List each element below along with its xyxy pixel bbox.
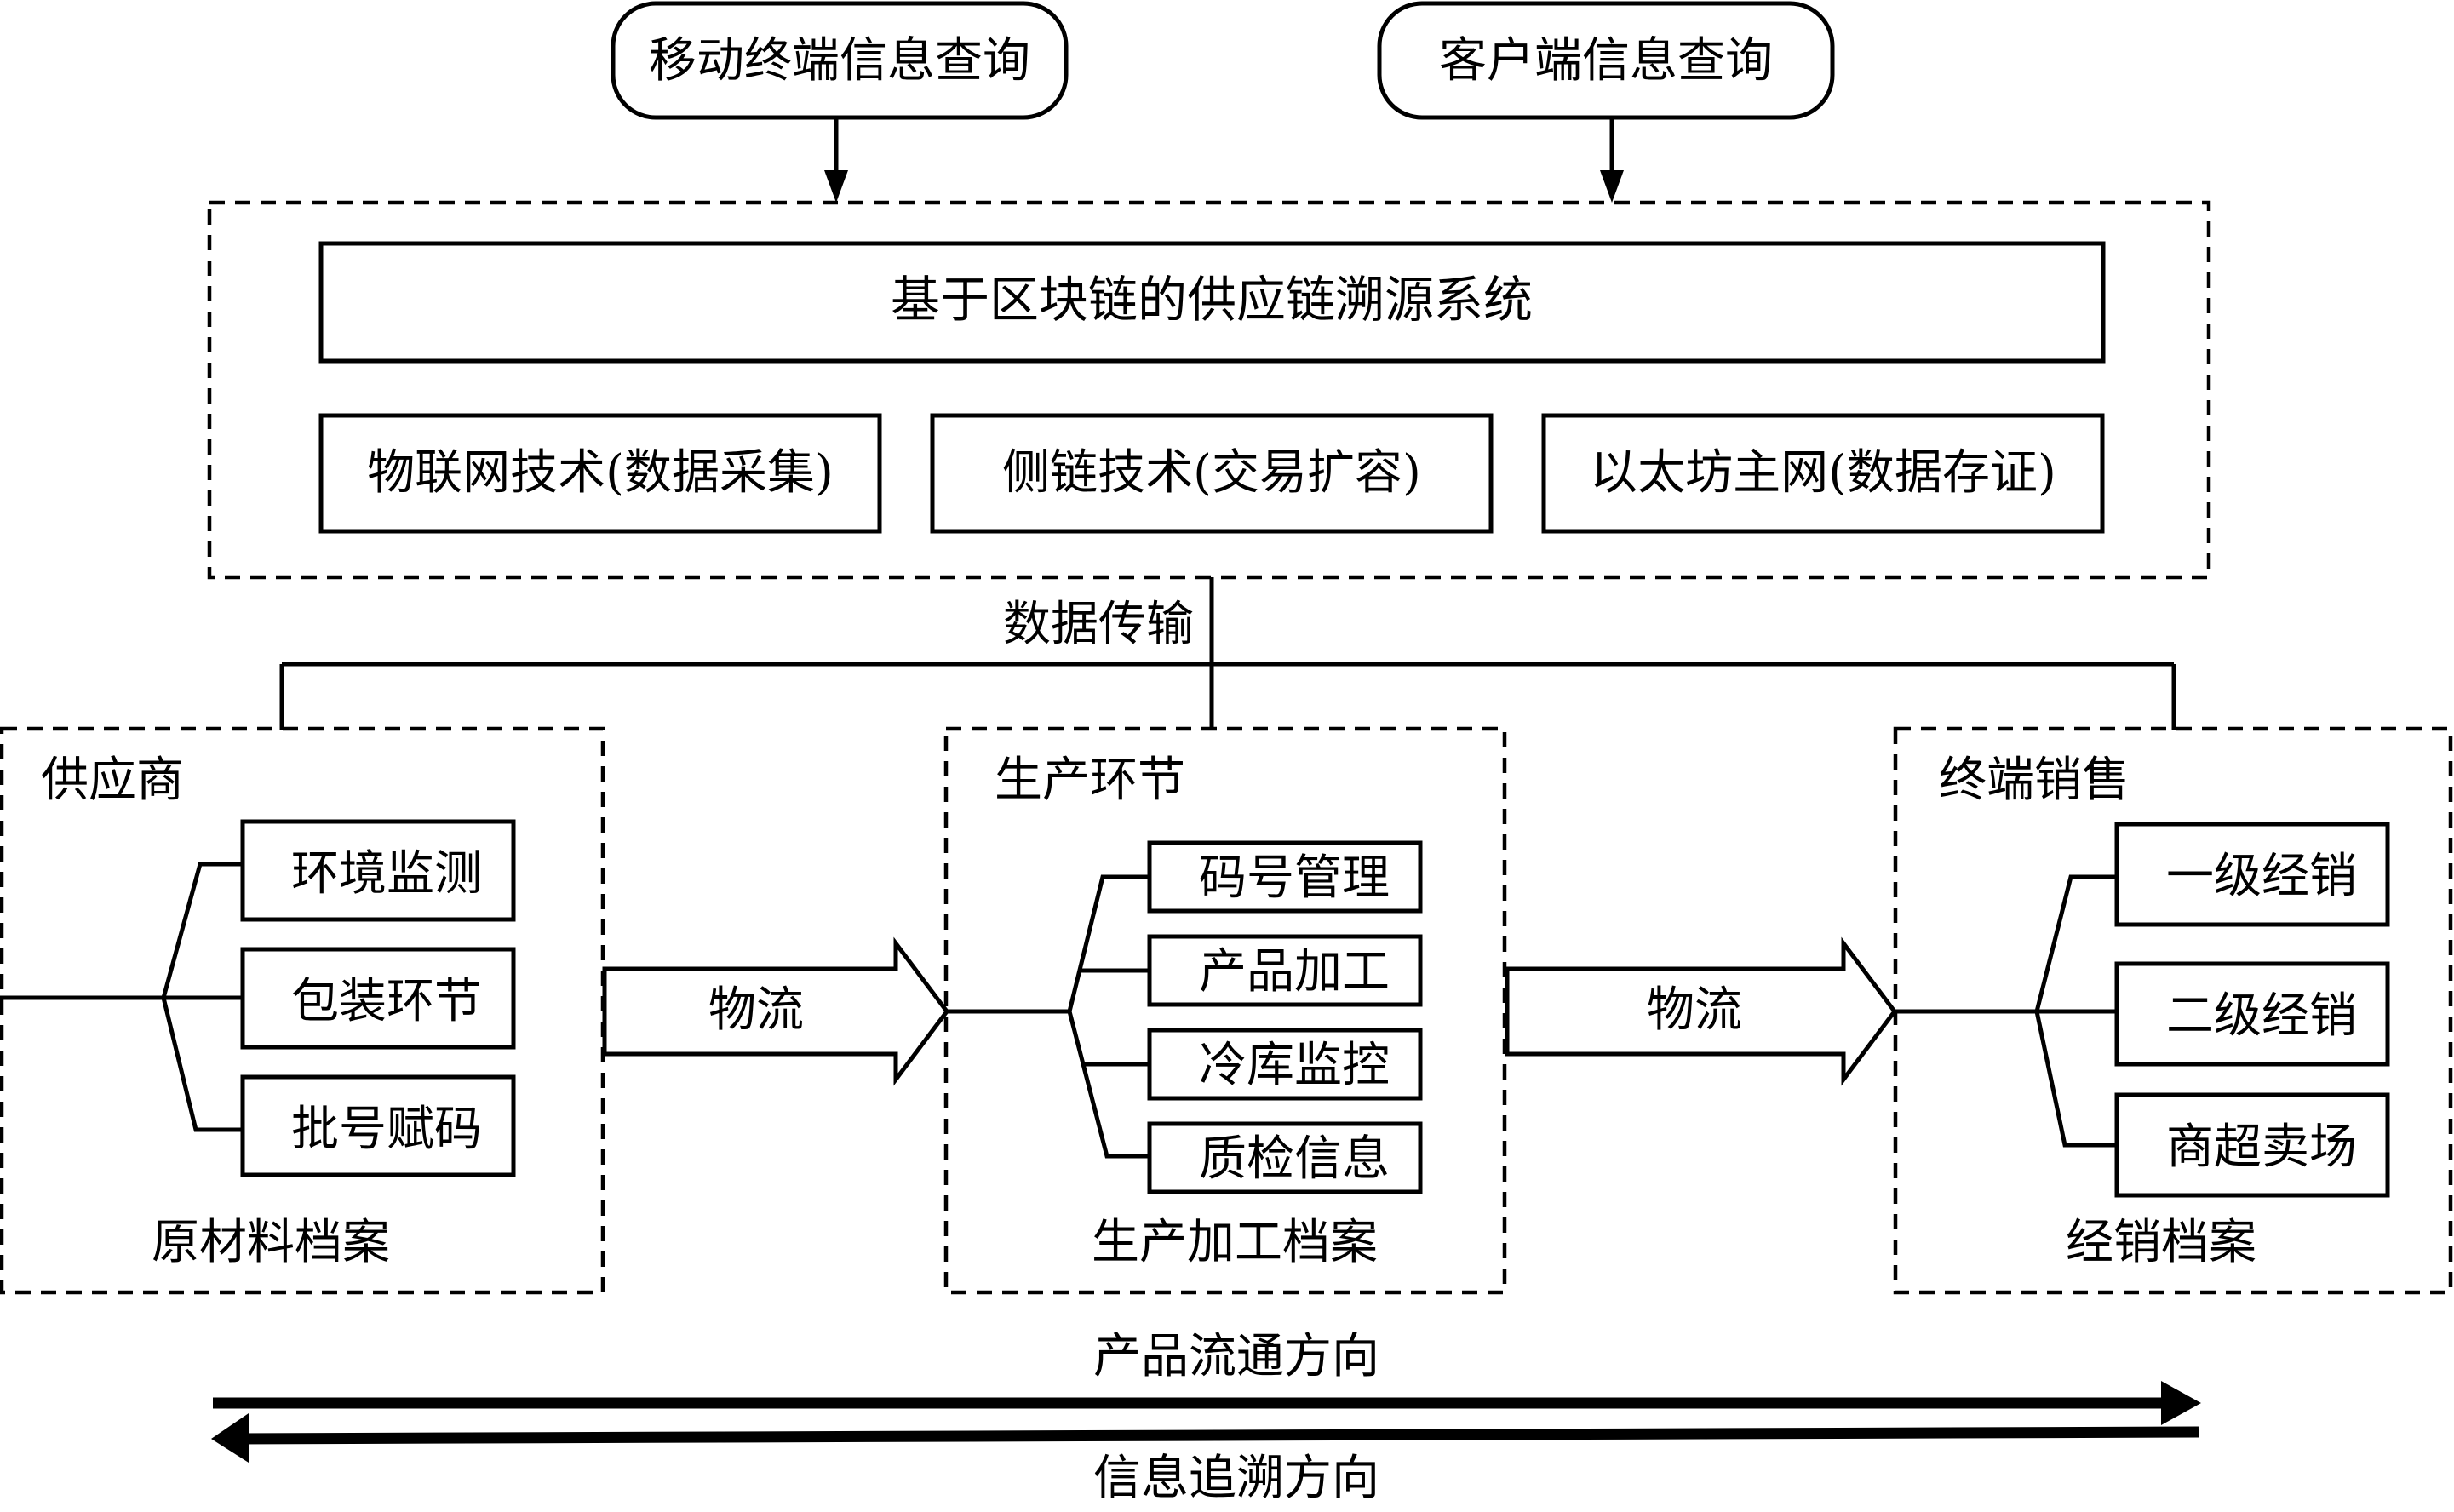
stage-item: 一级经销 <box>2166 849 2357 904</box>
data-transfer-label: 数据传输 <box>1003 597 1194 652</box>
client-query-label: 客户端信息查询 <box>1439 33 1773 89</box>
stage-item: 包装环节 <box>291 974 482 1029</box>
stage-item-box <box>2114 1092 2390 1198</box>
arrowhead-icon <box>824 170 848 203</box>
product-flow-label: 产品流通方向 <box>1093 1329 1379 1384</box>
data-transfer-connector: 数据传输 <box>279 577 2176 730</box>
stage-production: 生产环节 码号管理 产品加工 冷库监控 质检信息 生产加工档案 <box>943 726 1507 1295</box>
logistics-label: 物流 <box>708 982 804 1038</box>
stage-item-box <box>240 819 516 922</box>
technology-box <box>1541 413 2105 534</box>
technology-label: 物联网技术(数据采集) <box>367 445 834 501</box>
stage-item-box <box>1147 1028 1423 1101</box>
stage-item-box <box>2114 822 2390 927</box>
stage-title: 生产环节 <box>995 753 1185 808</box>
client-query-box <box>1377 1 1835 120</box>
system-title: 基于区块链的供应链溯源系统 <box>891 271 1533 329</box>
stage-archive: 生产加工档案 <box>1092 1215 1378 1270</box>
stage-item: 冷库监控 <box>1199 1038 1390 1093</box>
stage-supplier: 供应商 环境监测 包装环节 批号赋码 原材料档案 <box>0 726 605 1295</box>
arrowhead-icon <box>1600 170 1624 203</box>
stage-terminal-sales: 终端销售 一级经销 二级经销 商超卖场 经销档案 <box>1893 726 2453 1295</box>
stage-item-box <box>1147 934 1423 1007</box>
technology-node-ethereum: 以太坊主网(数据存证) <box>1541 413 2105 534</box>
product-flow-direction: 产品流通方向 <box>213 1329 2201 1425</box>
technology-box <box>930 413 1494 534</box>
system-title-node: 基于区块链的供应链溯源系统 <box>318 241 2106 364</box>
technology-box <box>318 413 882 534</box>
stage-item: 质检信息 <box>1199 1131 1390 1187</box>
stage-item: 批号赋码 <box>291 1102 482 1157</box>
technology-label: 以太坊主网(数据存证) <box>1590 445 2056 501</box>
mobile-query-box <box>611 1 1069 120</box>
arrow-left-icon <box>211 1413 249 1463</box>
stage-item: 商超卖场 <box>2166 1120 2357 1175</box>
stage-item: 环境监测 <box>291 846 482 902</box>
info-trace-label: 信息追溯方向 <box>1093 1451 1379 1506</box>
info-trace-direction: 信息追溯方向 <box>211 1413 2199 1506</box>
stage-title: 供应商 <box>41 753 184 808</box>
logistics-arrow-1: 物流 <box>602 936 950 1086</box>
stage-item-box <box>2114 961 2390 1067</box>
mobile-query-label: 移动终端信息查询 <box>649 33 1030 89</box>
stage-archive: 经销档案 <box>2066 1215 2256 1270</box>
arrow-right-icon <box>2161 1381 2201 1425</box>
system-container <box>207 200 2211 580</box>
technology-node-sidechain: 侧链技术(交易扩容) <box>930 413 1494 534</box>
stage-title: 终端销售 <box>1939 753 2130 808</box>
stage-item: 产品加工 <box>1199 944 1390 999</box>
client-query-node: 客户端信息查询 <box>1377 1 1835 120</box>
logistics-arrow-shape <box>1505 936 1898 1086</box>
stage-archive: 原材料档案 <box>152 1215 390 1270</box>
stage-item: 二级经销 <box>2166 988 2357 1044</box>
mobile-query-arrow <box>824 119 848 203</box>
stage-item: 码号管理 <box>1199 850 1390 906</box>
logistics-arrow-2: 物流 <box>1505 936 1898 1086</box>
client-query-arrow <box>1600 119 1624 203</box>
technology-node-iot: 物联网技术(数据采集) <box>318 413 882 534</box>
system-title-box <box>318 241 2106 364</box>
stage-item-box <box>240 947 516 1050</box>
logistics-arrow-shape <box>602 936 950 1086</box>
logistics-label: 物流 <box>1647 982 1742 1038</box>
technology-label: 侧链技术(交易扩容) <box>1002 445 1421 501</box>
stage-item-box <box>240 1074 516 1177</box>
stage-item-box <box>1147 1121 1423 1194</box>
mobile-query-node: 移动终端信息查询 <box>611 1 1069 120</box>
stage-item-box <box>1147 840 1423 914</box>
